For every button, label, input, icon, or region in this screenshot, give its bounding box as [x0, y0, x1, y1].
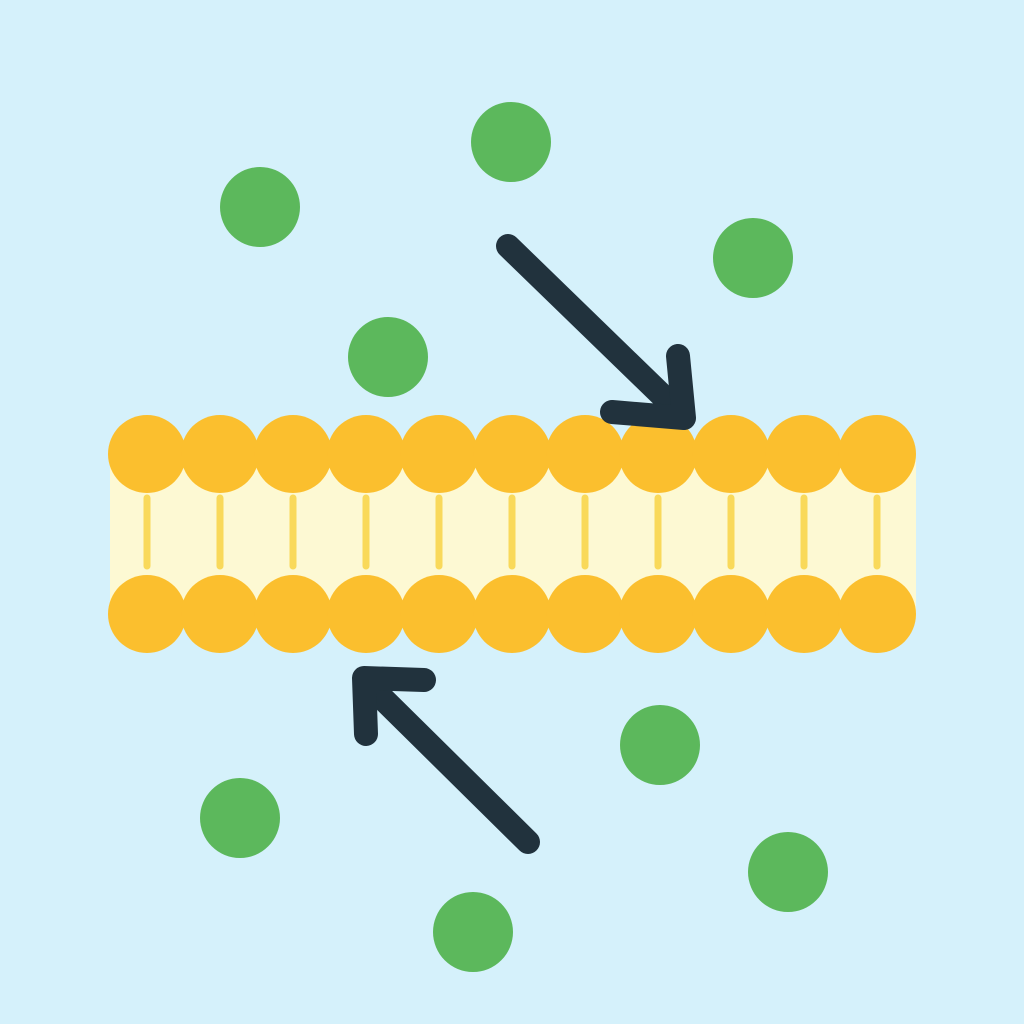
- lipid-head: [692, 415, 770, 493]
- molecule: [220, 167, 300, 247]
- molecule: [620, 705, 700, 785]
- lipid-head: [473, 575, 551, 653]
- lipid-head: [692, 575, 770, 653]
- lipid-head: [619, 575, 697, 653]
- lipid-head: [400, 575, 478, 653]
- molecule: [433, 892, 513, 972]
- lipid-bilayer: [108, 415, 916, 653]
- molecules: [200, 102, 828, 972]
- lipid-head: [254, 575, 332, 653]
- lipid-head: [546, 575, 624, 653]
- outward-arrow-shaft: [360, 676, 540, 854]
- molecule: [200, 778, 280, 858]
- lipid-head: [327, 575, 405, 653]
- molecule: [348, 317, 428, 397]
- lipid-head: [546, 415, 624, 493]
- lipid-head: [181, 415, 259, 493]
- inward-arrow: [496, 234, 696, 430]
- lipid-head: [254, 415, 332, 493]
- lipid-head: [181, 575, 259, 653]
- inward-arrow-head: [600, 344, 696, 430]
- outward-arrow-head: [352, 666, 436, 746]
- molecule: [471, 102, 551, 182]
- lipid-head: [619, 415, 697, 493]
- outer-leaflet: [108, 415, 916, 493]
- lipid-head: [400, 415, 478, 493]
- lipid-head: [838, 575, 916, 653]
- lipid-head: [108, 575, 186, 653]
- lipid-head: [108, 415, 186, 493]
- lipid-head: [838, 415, 916, 493]
- molecule: [713, 218, 793, 298]
- inner-leaflet: [108, 575, 916, 653]
- lipid-head: [765, 575, 843, 653]
- lipid-head: [473, 415, 551, 493]
- molecule: [748, 832, 828, 912]
- arrows: [352, 234, 696, 854]
- outward-arrow: [352, 666, 540, 854]
- lipid-head: [327, 415, 405, 493]
- lipid-tails: [143, 494, 881, 570]
- lipid-head: [765, 415, 843, 493]
- inward-arrow-shaft: [496, 234, 687, 420]
